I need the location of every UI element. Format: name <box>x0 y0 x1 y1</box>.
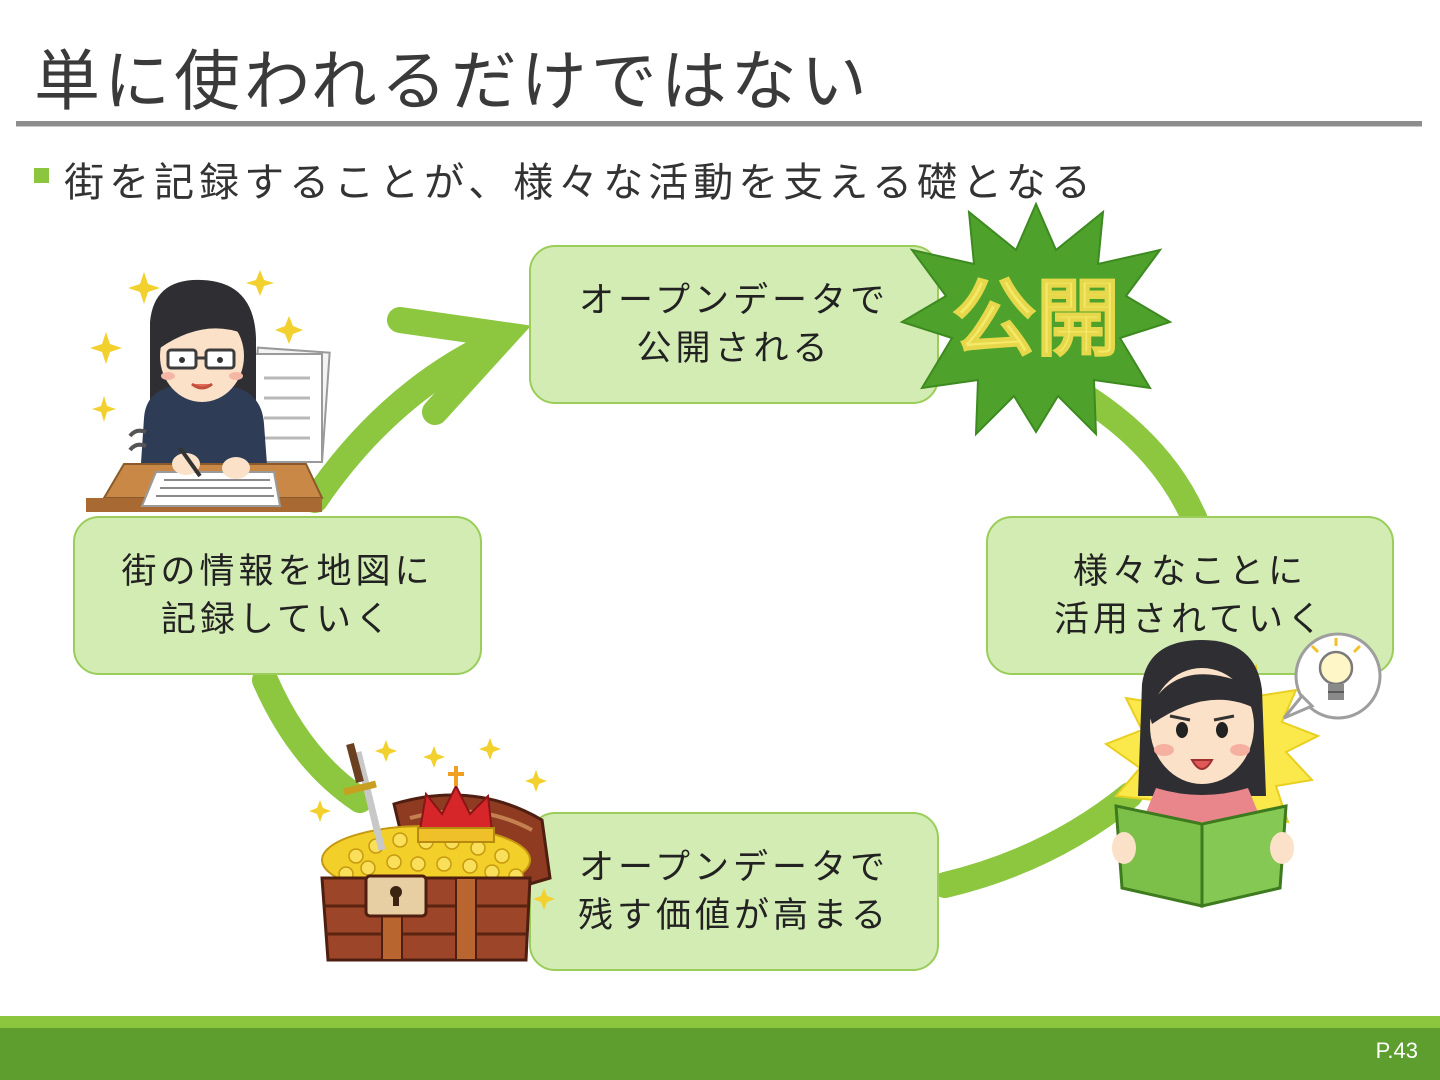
arrow-arc-right-lower <box>932 782 1143 898</box>
burst-badge-icon: 公開 <box>899 201 1173 437</box>
cycle-box-line: 様々なことに <box>1072 551 1307 592</box>
woman-writing-icon <box>86 270 331 512</box>
woman-reading-book-icon <box>1103 632 1382 908</box>
bullet-point: 街を記録することが、様々な活動を支える礎となる <box>34 150 1096 208</box>
footer-accent-bar <box>0 1016 1440 1028</box>
cycle-box-line: オープンデータで <box>579 280 889 321</box>
page-number: P.43 <box>1375 1038 1418 1063</box>
bullet-marker-icon <box>34 167 49 183</box>
cycle-box-line: 公開される <box>636 328 832 369</box>
arrowhead <box>387 307 532 425</box>
bullet-text: 街を記録することが、様々な活動を支える礎となる <box>64 160 1096 206</box>
slide-title: 単に使われるだけではない <box>34 43 871 120</box>
cycle-box-record: 街の情報を地図に 記録していく <box>73 516 482 675</box>
cycle-box-line: 記録していく <box>161 599 394 640</box>
cycle-box-line: 残す価値が高まる <box>577 895 890 936</box>
title-divider <box>16 121 1422 127</box>
cycle-box-value: オープンデータで 残す価値が高まる <box>529 812 939 971</box>
arrow-arc-right-upper <box>1077 387 1208 533</box>
cycle-box-line: 街の情報を地図に <box>121 551 434 592</box>
cycle-box-line: オープンデータで <box>579 847 889 888</box>
treasure-chest-icon <box>309 738 555 962</box>
cycle-box-line: 活用されていく <box>1054 599 1326 640</box>
badge-text: 公開 <box>952 270 1120 368</box>
footer-bar <box>0 1028 1440 1080</box>
cycle-box-publish: オープンデータで 公開される <box>529 245 939 404</box>
